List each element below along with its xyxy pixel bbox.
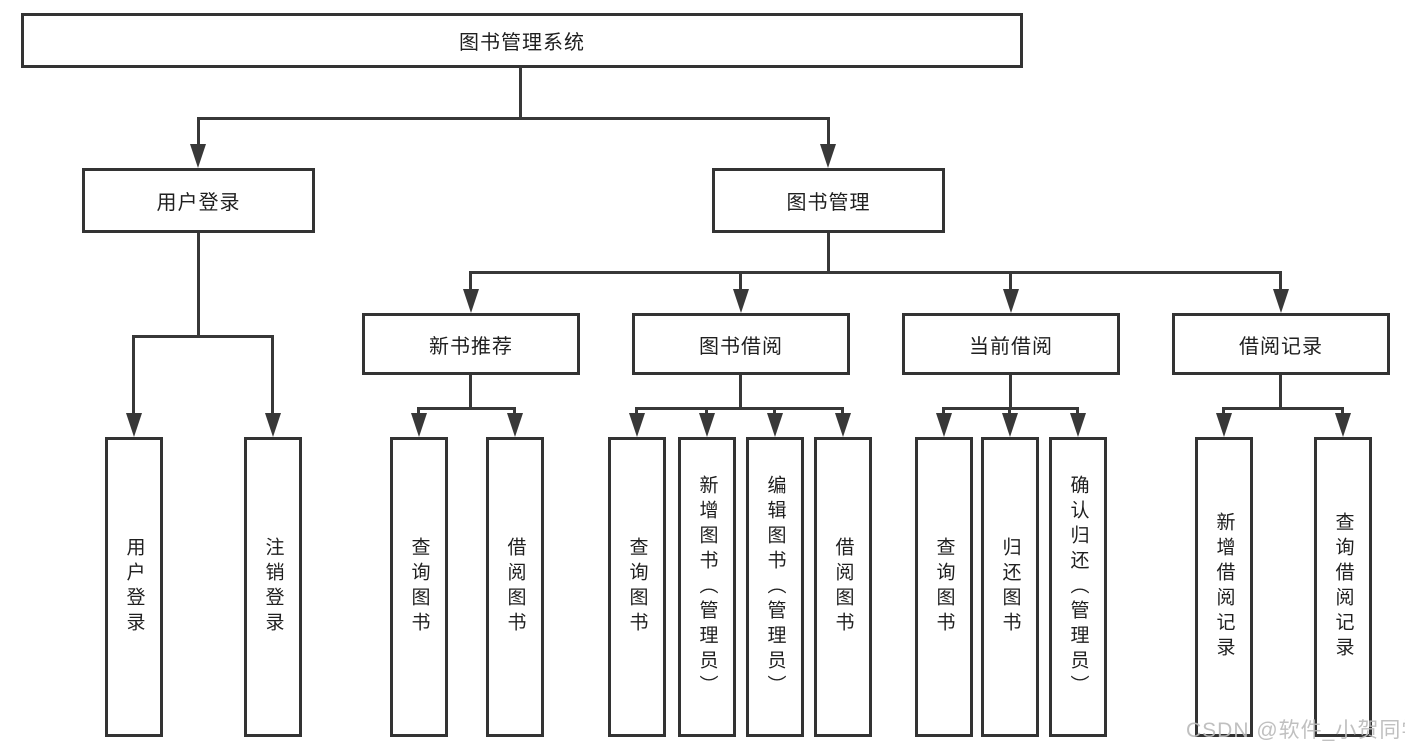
connector-stub	[635, 407, 638, 415]
connector-stub-logout-leaf	[271, 335, 274, 414]
connector-stub	[1008, 407, 1011, 415]
arrowhead-new-book	[463, 289, 479, 313]
connector-user-login-drop	[197, 233, 200, 337]
leaf-confirm-return-admin: 确认归还（管理员）	[1049, 437, 1107, 737]
node-book-management: 图书管理	[712, 168, 945, 233]
connector-stub	[417, 407, 420, 415]
connector-stub-new-book	[469, 271, 472, 291]
leaf-borrow-books-recommend: 借阅图书	[486, 437, 544, 737]
connector-stub	[1222, 407, 1225, 415]
connector-book-mgmt-drop	[827, 233, 830, 274]
leaf-label: 用户登录	[123, 537, 145, 637]
leaf-label: 借阅图书	[832, 537, 854, 637]
node-new-book-recommend: 新书推荐	[362, 313, 580, 375]
connector-current-borrow-drop	[1009, 375, 1012, 409]
arrowhead-user-login	[190, 144, 206, 168]
connector-root-drop	[519, 67, 522, 119]
connector-stub-book-borrow	[739, 271, 742, 291]
connector-stub	[513, 407, 516, 415]
leaf-label: 查询图书	[408, 537, 430, 637]
leaf-label: 新增图书（管理员）	[696, 474, 718, 700]
node-root-label: 图书管理系统	[459, 32, 585, 54]
connector-stub	[942, 407, 945, 415]
leaf-logout: 注销登录	[244, 437, 302, 737]
connector-new-book-rail	[417, 407, 516, 410]
connector-stub-user-login	[197, 117, 200, 145]
arrowhead	[411, 413, 427, 437]
leaf-return-books: 归还图书	[981, 437, 1039, 737]
connector-borrow-record-rail	[1222, 407, 1344, 410]
node-current-borrow: 当前借阅	[902, 313, 1120, 375]
node-new-book-recommend-label: 新书推荐	[429, 335, 513, 358]
connector-borrow-record-drop	[1279, 375, 1282, 409]
arrowhead-current-borrow	[1003, 289, 1019, 313]
node-current-borrow-label: 当前借阅	[969, 335, 1053, 358]
connector-stub-book-management	[827, 117, 830, 145]
csdn-watermark: CSDN @软件_小贺同学	[1186, 719, 1405, 742]
arrowhead	[629, 413, 645, 437]
arrowhead-logout-leaf	[265, 413, 281, 437]
arrowhead-book-borrow	[733, 289, 749, 313]
arrowhead-login-leaf	[126, 413, 142, 437]
leaf-query-books-recommend: 查询图书	[390, 437, 448, 737]
leaf-label: 查询图书	[626, 537, 648, 637]
arrowhead	[699, 413, 715, 437]
connector-book-borrow-drop	[739, 375, 742, 409]
arrowhead	[767, 413, 783, 437]
leaf-label: 编辑图书（管理员）	[764, 474, 786, 700]
node-borrow-record-label: 借阅记录	[1239, 335, 1323, 358]
connector-stub-login-leaf	[132, 335, 135, 414]
arrowhead-borrow-record	[1273, 289, 1289, 313]
connector-stub-current-borrow	[1009, 271, 1012, 291]
leaf-label: 借阅图书	[504, 537, 526, 637]
connector-book-borrow-rail	[635, 407, 844, 410]
connector-stub	[1341, 407, 1344, 415]
arrowhead	[507, 413, 523, 437]
node-book-borrow: 图书借阅	[632, 313, 850, 375]
connector-stub-borrow-record	[1279, 271, 1282, 291]
leaf-add-books-admin: 新增图书（管理员）	[678, 437, 736, 737]
arrowhead	[1216, 413, 1232, 437]
leaf-query-borrow-record: 查询借阅记录	[1314, 437, 1372, 737]
arrowhead	[835, 413, 851, 437]
arrowhead	[1335, 413, 1351, 437]
connector-new-book-drop	[469, 375, 472, 409]
connector-stub	[773, 407, 776, 415]
leaf-add-borrow-record: 新增借阅记录	[1195, 437, 1253, 737]
connector-book-mgmt-rail	[469, 271, 1282, 274]
connector-stub	[1076, 407, 1079, 415]
node-borrow-record: 借阅记录	[1172, 313, 1390, 375]
connector-user-login-rail	[132, 335, 274, 338]
leaf-user-login: 用户登录	[105, 437, 163, 737]
connector-stub	[705, 407, 708, 415]
arrowhead-book-management	[820, 144, 836, 168]
leaf-label: 查询借阅记录	[1332, 512, 1354, 662]
node-root-library-system: 图书管理系统	[21, 13, 1023, 68]
node-book-borrow-label: 图书借阅	[699, 335, 783, 358]
leaf-query-books: 查询图书	[608, 437, 666, 737]
arrowhead	[936, 413, 952, 437]
node-book-management-label: 图书管理	[786, 192, 871, 214]
leaf-query-books-current: 查询图书	[915, 437, 973, 737]
arrowhead	[1002, 413, 1018, 437]
leaf-label: 注销登录	[262, 537, 284, 637]
node-user-login: 用户登录	[82, 168, 315, 233]
connector-stub	[841, 407, 844, 415]
leaf-label: 归还图书	[999, 537, 1021, 637]
leaf-edit-books-admin: 编辑图书（管理员）	[746, 437, 804, 737]
leaf-label: 新增借阅记录	[1213, 512, 1235, 662]
node-user-login-label: 用户登录	[156, 192, 241, 214]
leaf-label: 查询图书	[933, 537, 955, 637]
leaf-label: 确认归还（管理员）	[1067, 474, 1089, 700]
leaf-borrow-books: 借阅图书	[814, 437, 872, 737]
arrowhead	[1070, 413, 1086, 437]
connector-root-rail	[197, 117, 830, 120]
